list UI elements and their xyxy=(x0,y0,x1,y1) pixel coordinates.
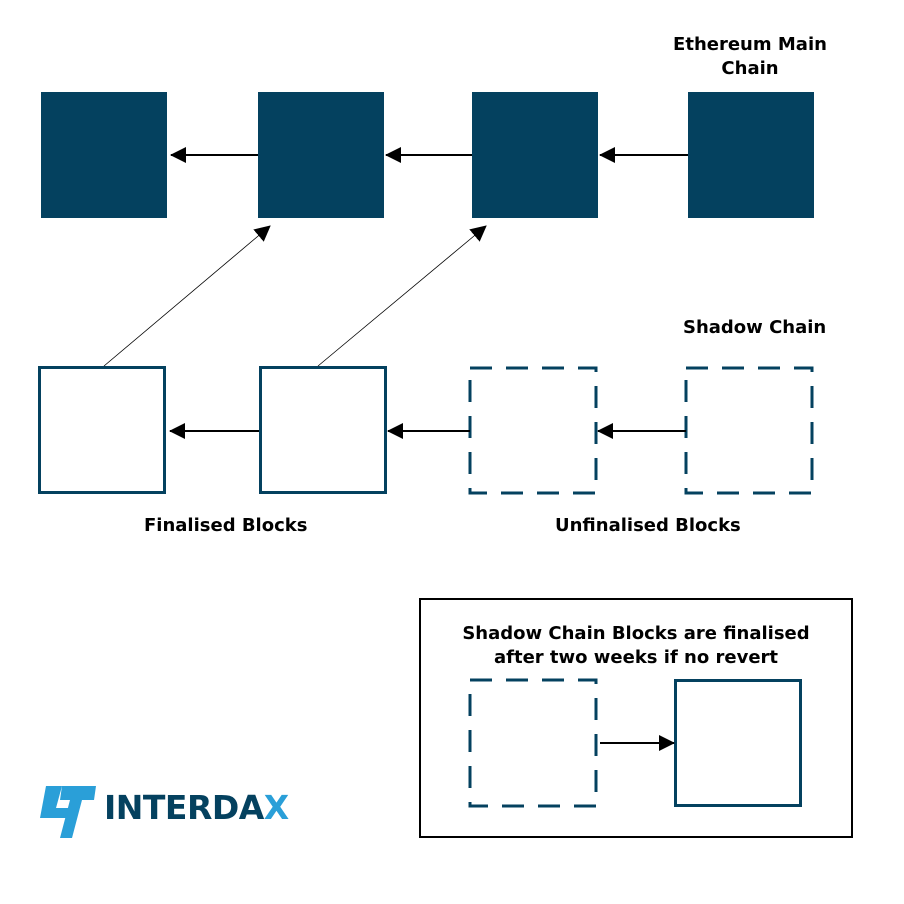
unfinalised-block-1 xyxy=(468,366,598,495)
legend-unfinalised-block xyxy=(468,678,598,808)
main-chain-block-1 xyxy=(41,92,167,218)
interdax-logo-text: INTERDAX xyxy=(104,788,289,828)
logo-text-main: INTERDA xyxy=(104,788,264,827)
main-chain-label: Ethereum Main Chain xyxy=(673,34,827,79)
shadow-chain-label: Shadow Chain xyxy=(683,317,827,338)
finalised-block-2 xyxy=(259,366,387,494)
main-chain-block-4 xyxy=(688,92,814,218)
interdax-logo-icon xyxy=(40,786,96,838)
logo-text-accent: X xyxy=(263,788,289,827)
unfinalised-block-2 xyxy=(684,366,814,495)
finalised-block-1 xyxy=(38,366,166,494)
anchor-line-1 xyxy=(103,225,271,367)
unfinalised-blocks-label: Unfinalised Blocks xyxy=(555,515,741,536)
anchor-line-2 xyxy=(317,225,487,367)
finalised-blocks-label: Finalised Blocks xyxy=(144,515,308,536)
main-chain-block-2 xyxy=(258,92,384,218)
main-chain-block-3 xyxy=(472,92,598,218)
legend-text-line-2: after two weeks if no revert xyxy=(493,647,779,668)
legend-finalised-block xyxy=(674,679,802,807)
legend-text-line-1: Shadow Chain Blocks are finalised xyxy=(462,623,810,644)
